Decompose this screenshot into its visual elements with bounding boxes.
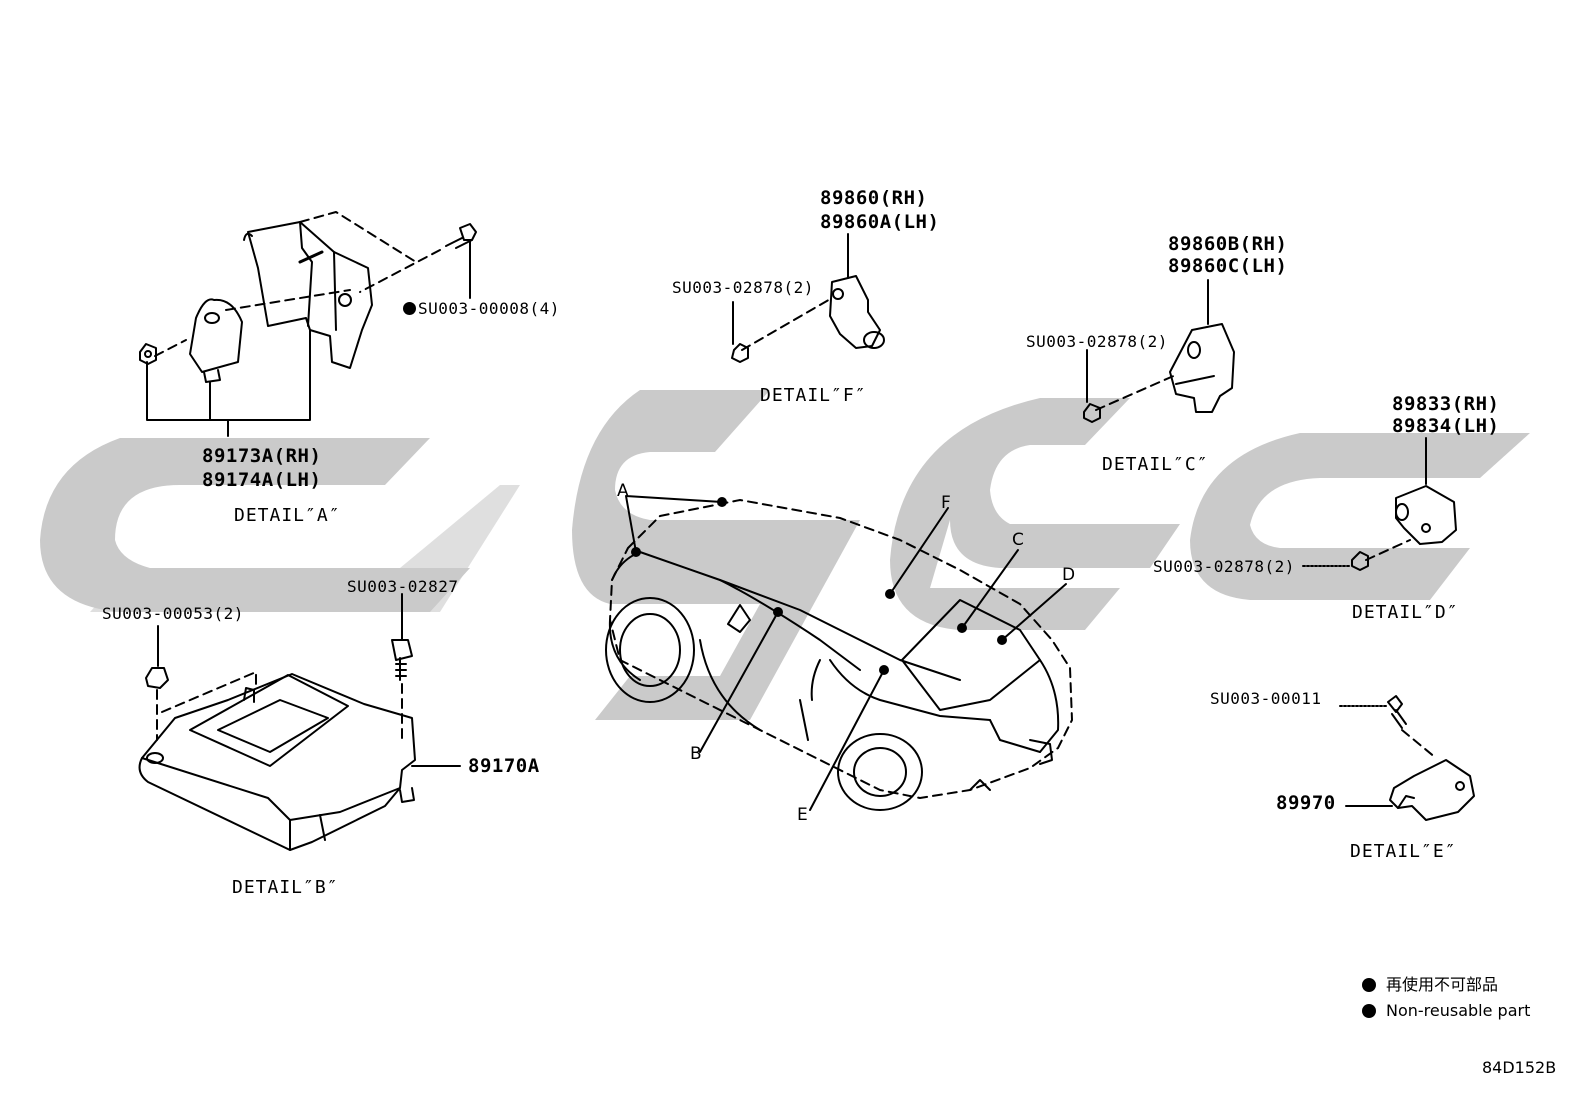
nut-ref-detail-f: SU003-02878(2) (672, 278, 814, 297)
location-leader-lines (625, 495, 1067, 811)
location-letter-b: B (690, 744, 702, 764)
part-number-89860C: 89860C(LH) (1168, 255, 1288, 277)
location-dots (631, 497, 1007, 675)
nut-ref-su003-00053: SU003-00053(2) (102, 604, 244, 623)
detail-f-label: DETAIL″F″ (760, 385, 867, 406)
part-number-89860B: 89860B(RH) (1168, 233, 1288, 255)
detail-c-illustration (1083, 279, 1235, 423)
legend-english-text: Non-reusable part (1386, 1001, 1531, 1020)
location-letter-c: C (1012, 530, 1024, 550)
non-reusable-bullet-icon (1362, 1004, 1376, 1018)
detail-d-illustration (1302, 437, 1457, 571)
detail-d-label: DETAIL″D″ (1352, 602, 1459, 623)
part-number-89860: 89860(RH) (820, 187, 928, 209)
non-reusable-bullet-icon (1362, 978, 1376, 992)
location-letter-e: E (797, 805, 808, 825)
part-number-89834: 89834(LH) (1392, 415, 1500, 437)
nut-ref-detail-c: SU003-02878(2) (1026, 332, 1168, 351)
legend-english: Non-reusable part (1362, 1001, 1530, 1021)
bolt-ref-text: SU003-00008(4) (418, 299, 560, 318)
part-number-89170A: 89170A (468, 755, 540, 777)
car-illustration (605, 499, 1073, 811)
detail-b-label: DETAIL″B″ (232, 877, 339, 898)
part-number-89860A: 89860A(LH) (820, 211, 940, 233)
bolt-ref-su003-02827: SU003-02827 (347, 577, 459, 596)
part-number-89833: 89833(RH) (1392, 393, 1500, 415)
bolt-ref-su003-00011: SU003-00011 (1210, 689, 1322, 708)
detail-a-illustration (139, 211, 477, 437)
detail-f-illustration (731, 233, 885, 363)
watermark-logo (40, 390, 1530, 720)
part-number-89174A: 89174A(LH) (202, 469, 322, 491)
location-letter-d: D (1062, 565, 1076, 585)
part-number-89970: 89970 (1276, 792, 1336, 814)
part-number-89173A: 89173A(RH) (202, 445, 322, 467)
non-reusable-marker-icon (403, 302, 416, 315)
diagram-code: 84D152B (1482, 1058, 1557, 1077)
legend-japanese: 再使用不可部品 (1362, 975, 1498, 995)
detail-c-label: DETAIL″C″ (1102, 454, 1209, 475)
detail-b-illustration (138, 593, 461, 851)
location-letter-a: A (617, 481, 629, 501)
detail-a-label: DETAIL″A″ (234, 505, 341, 526)
detail-e-label: DETAIL″E″ (1350, 841, 1457, 862)
detail-e-illustration (1339, 695, 1475, 821)
nut-ref-detail-d: SU003-02878(2) (1153, 557, 1295, 576)
location-letter-f: F (941, 493, 951, 513)
bolt-ref-su003-00008: SU003-00008(4) (403, 300, 560, 318)
legend-japanese-text: 再使用不可部品 (1386, 975, 1499, 994)
